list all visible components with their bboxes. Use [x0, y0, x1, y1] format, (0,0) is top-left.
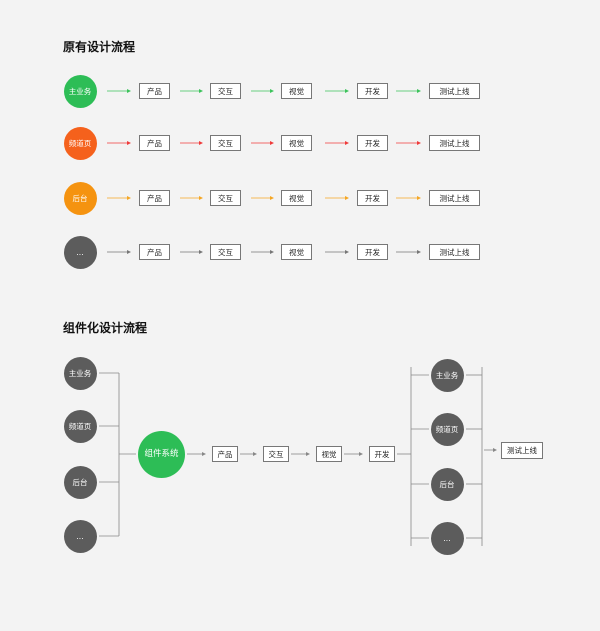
arrow-head — [270, 250, 274, 254]
arrow-head — [199, 250, 203, 254]
arrow-head — [359, 452, 363, 456]
source-node: 主业务 — [63, 74, 97, 108]
arrow-head — [253, 452, 257, 456]
output-node: 主业务 — [430, 358, 464, 392]
step-box: 开发 — [357, 135, 388, 151]
step-box: 产品 — [139, 190, 170, 206]
arrow-head — [345, 250, 349, 254]
arrow-head — [270, 196, 274, 200]
arrow-head — [127, 89, 131, 93]
step-box: 交互 — [210, 190, 241, 206]
source-node: ... — [63, 519, 97, 553]
arrow-head — [493, 448, 497, 452]
arrow-head — [417, 196, 421, 200]
step-box: 测试上线 — [429, 83, 480, 99]
arrow-head — [345, 89, 349, 93]
arrow-head — [199, 141, 203, 145]
step-box: 测试上线 — [429, 190, 480, 206]
section2-title: 组件化设计流程 — [63, 321, 148, 335]
output-node: 频道页 — [430, 412, 464, 446]
step-box: 测试上线 — [429, 244, 480, 260]
arrow-head — [127, 250, 131, 254]
arrow-head — [199, 89, 203, 93]
step-box: 产品 — [139, 244, 170, 260]
arrow-head — [306, 452, 310, 456]
arrow-head — [270, 89, 274, 93]
arrow-head — [202, 452, 206, 456]
output-node: 后台 — [430, 467, 464, 501]
step-box: 视觉 — [281, 190, 312, 206]
arrow-head — [199, 196, 203, 200]
source-node: ... — [63, 235, 97, 269]
step-box: 产品 — [139, 83, 170, 99]
source-node: 后台 — [63, 181, 97, 215]
arrow-head — [417, 141, 421, 145]
step-box: 交互 — [210, 83, 241, 99]
final-step-box: 测试上线 — [501, 441, 543, 459]
step-box: 交互 — [210, 135, 241, 151]
arrow-head — [270, 141, 274, 145]
arrow-head — [417, 250, 421, 254]
source-node: 频道页 — [63, 126, 97, 160]
step-box: 交互 — [210, 244, 241, 260]
hub-line2: 系统 — [161, 449, 179, 459]
step-box: 产品 — [139, 135, 170, 151]
step-box: 开发 — [357, 244, 388, 260]
step-box: 开发 — [357, 190, 388, 206]
step-box: 测试上线 — [429, 135, 480, 151]
source-node: 频道页 — [63, 409, 97, 443]
step-box: 视觉 — [281, 83, 312, 99]
source-node: 后台 — [63, 465, 97, 499]
section1-title: 原有设计流程 — [63, 40, 136, 54]
arrow-head — [345, 141, 349, 145]
component-system-hub: 组件系统 — [138, 431, 185, 478]
step-box: 开发 — [369, 446, 395, 462]
step-box: 视觉 — [281, 244, 312, 260]
step-box: 视觉 — [316, 446, 342, 462]
step-box: 视觉 — [281, 135, 312, 151]
step-box: 产品 — [212, 446, 238, 462]
arrow-head — [127, 141, 131, 145]
step-box: 交互 — [263, 446, 289, 462]
arrow-head — [417, 89, 421, 93]
step-box: 开发 — [357, 83, 388, 99]
hub-line1: 组件 — [144, 449, 162, 459]
arrow-head — [345, 196, 349, 200]
arrow-head — [127, 196, 131, 200]
source-node: 主业务 — [63, 356, 97, 390]
output-node: ... — [430, 521, 464, 555]
